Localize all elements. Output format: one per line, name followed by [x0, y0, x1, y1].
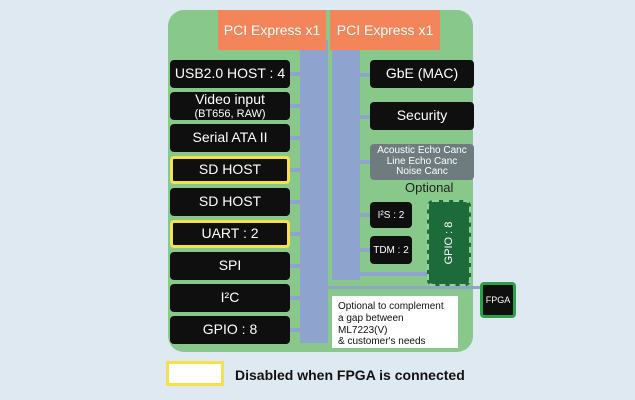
gpio-block: GPIO : 8	[170, 316, 290, 344]
bus-link-left-5	[290, 200, 300, 204]
echo-cancel-block: Acoustic Echo Canc Line Echo Canc Noise …	[370, 144, 474, 180]
video-input-sublabel: (BT656, RAW)	[194, 107, 266, 120]
optional-note: Optional to complement a gap between ML7…	[332, 296, 458, 348]
bus-link-left-2	[290, 104, 300, 108]
tdm-block: TDM : 2	[370, 236, 412, 264]
gbe-mac-block: GbE (MAC)	[370, 60, 474, 88]
pcie-header-left: PCI Express x1	[218, 10, 326, 50]
uart-block: UART : 2	[170, 220, 290, 248]
legend-swatch	[166, 361, 224, 386]
bus-link-left-1	[290, 72, 300, 76]
bus-link-optional	[360, 272, 430, 276]
pcie-header-right: PCI Express x1	[330, 10, 440, 50]
serial-ata-block: Serial ATA II	[170, 124, 290, 152]
bus-link-left-3	[290, 136, 300, 140]
bus-right-vertical	[332, 40, 360, 280]
echo-line-1: Acoustic Echo Canc	[377, 145, 467, 157]
video-input-label: Video input	[195, 91, 265, 108]
bus-link-fpga	[328, 286, 480, 289]
bus-link-left-6	[290, 232, 300, 236]
i2c-block: I²C	[170, 284, 290, 312]
bus-link-i2s	[360, 213, 370, 217]
bus-link-left-8	[290, 296, 300, 300]
bus-link-left-9	[290, 328, 300, 332]
security-block: Security	[370, 102, 474, 130]
legend-text: Disabled when FPGA is connected	[235, 367, 465, 383]
bus-link-tdm	[360, 248, 370, 252]
echo-line-3: Noise Canc	[396, 166, 448, 178]
i2s-block: I²S : 2	[370, 202, 412, 228]
bus-link-echo	[360, 160, 370, 164]
optional-gpio-block: GPIO : 8	[427, 200, 471, 286]
optional-label: Optional	[405, 180, 454, 195]
bus-link-gbe	[360, 73, 370, 77]
bus-link-left-4	[290, 168, 300, 172]
spi-block: SPI	[170, 252, 290, 280]
fpga-block: FPGA	[480, 282, 516, 318]
video-input-block: Video input (BT656, RAW)	[170, 91, 290, 120]
echo-line-2: Line Echo Canc	[386, 155, 458, 167]
bus-link-left-7	[290, 264, 300, 268]
bus-main-vertical	[300, 40, 328, 343]
note-line-3: & customer's needs	[338, 336, 426, 348]
bus-link-security	[360, 115, 370, 119]
sd-host-block-1: SD HOST	[170, 156, 290, 184]
usb-host-block: USB2.0 HOST : 4	[170, 60, 290, 88]
note-line-2: a gap between ML7223(V)	[338, 312, 404, 336]
sd-host-block-2: SD HOST	[170, 188, 290, 216]
note-line-1: Optional to complement	[338, 301, 444, 312]
